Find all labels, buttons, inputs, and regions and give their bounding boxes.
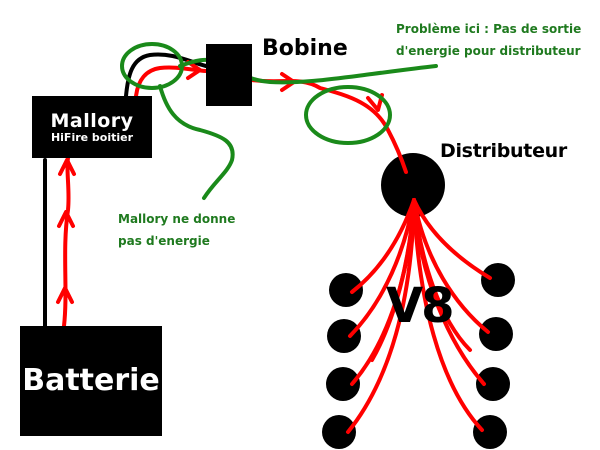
cylinder-left-2 <box>327 319 361 353</box>
distributeur-disc <box>381 153 445 217</box>
flow-spark-1 <box>350 198 416 294</box>
problem-hook-mallory <box>158 84 235 200</box>
flow-spark-6 <box>412 198 490 334</box>
arrow-up-3 <box>58 158 76 176</box>
cylinder-right-3 <box>476 367 510 401</box>
flow-battery-to-mallory <box>62 156 71 328</box>
mallory-annotation-line1: Mallory ne donne <box>118 212 236 226</box>
problem-annotation-line2: d'energie pour distributeur <box>396 44 581 58</box>
arrow-up-1 <box>56 286 74 304</box>
bobine-block <box>206 44 252 106</box>
distributeur-label: Distributeur <box>440 140 567 162</box>
cylinder-left-3 <box>326 367 360 401</box>
flow-spark-9 <box>370 198 416 362</box>
cylinder-left-4 <box>322 415 356 449</box>
arrow-up-2 <box>57 210 75 228</box>
flow-arrowheads <box>56 60 384 304</box>
batterie-label: Batterie <box>22 363 160 398</box>
flow-spark-10 <box>412 198 472 352</box>
problem-annotation: Problème ici : Pas de sortie d'energie p… <box>396 18 581 62</box>
batterie-box: Batterie <box>20 326 162 436</box>
bobine-label: Bobine <box>262 36 348 61</box>
flow-mallory-to-bobine <box>134 65 208 98</box>
cylinder-right-4 <box>473 415 507 449</box>
mallory-annotation: Mallory ne donne pas d'energie <box>118 208 235 252</box>
mallory-title: Mallory <box>50 110 134 132</box>
mallory-subtitle: HiFire boitier <box>50 131 134 144</box>
v8-cylinders <box>322 263 515 449</box>
cylinder-right-1 <box>481 263 515 297</box>
flow-spark-2 <box>348 198 416 338</box>
problem-annotation-line1: Problème ici : Pas de sortie <box>396 22 582 36</box>
arrow-right-1 <box>186 60 202 80</box>
cylinder-left-1 <box>329 273 363 307</box>
mallory-box: Mallory HiFire boitier <box>32 96 152 158</box>
flow-spark-4 <box>346 198 416 434</box>
v8-label: V8 <box>386 278 455 334</box>
mallory-annotation-line2: pas d'energie <box>118 234 210 248</box>
arrow-down-1 <box>366 93 384 112</box>
flow-spark-5 <box>412 198 492 280</box>
flow-spark-8 <box>412 198 484 432</box>
problem-circle-distributor-input <box>304 85 392 145</box>
cylinder-right-2 <box>479 317 513 351</box>
